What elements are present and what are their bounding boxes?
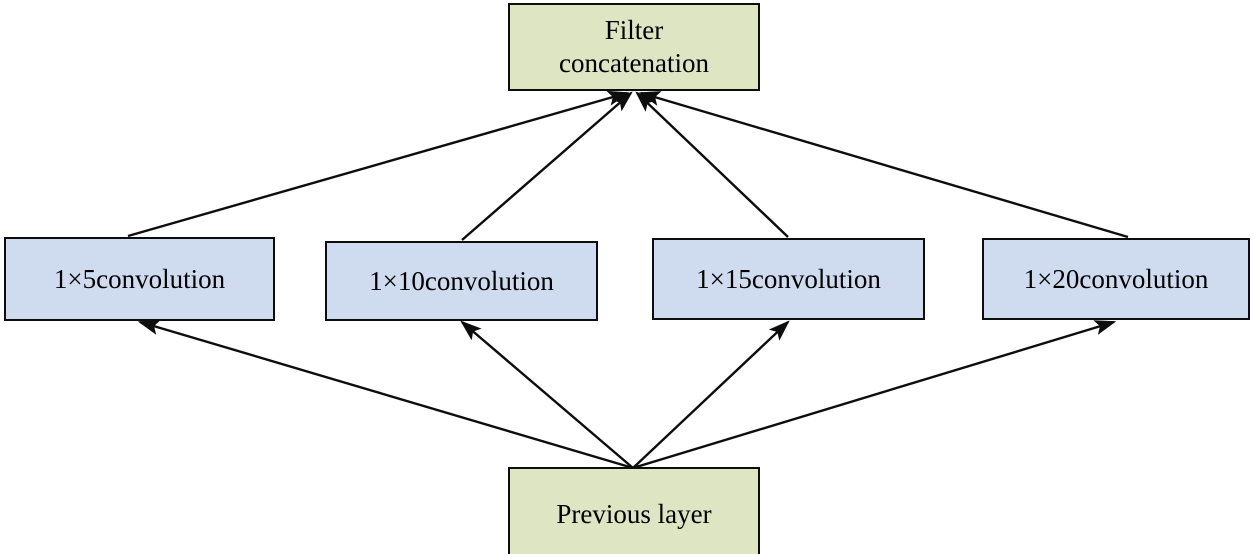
edge-prev-to-conv1 [137,320,634,470]
node-conv-1x5[interactable]: 1×5convolution [4,237,275,321]
edge-group [127,90,1129,470]
edge-conv2-to-concat [461,91,633,241]
edge-prev-to-conv2 [460,320,634,469]
edge-conv3-to-concat [635,91,789,238]
node-filter-concatenation[interactable]: Filter concatenation [508,3,760,91]
node-conv-1x15[interactable]: 1×15convolution [652,238,925,320]
edge-conv1-to-concat [127,90,630,238]
node-conv-1x10[interactable]: 1×10convolution [325,241,598,321]
node-conv-1x5-label: 1×5convolution [53,263,226,294]
edge-prev-to-conv4 [632,320,1117,470]
node-conv-1x20[interactable]: 1×20convolution [982,238,1250,320]
node-conv-1x15-label: 1×15convolution [696,263,881,294]
node-previous-layer-label: Previous layer [556,498,712,529]
node-filter-concatenation-label: Filter concatenation [559,15,709,78]
node-conv-1x20-label: 1×20convolution [1023,263,1209,294]
edge-prev-to-conv3 [632,320,790,469]
node-conv-1x10-label: 1×10convolution [369,265,554,296]
node-previous-layer[interactable]: Previous layer [508,467,760,554]
edge-conv4-to-concat [638,91,1129,239]
